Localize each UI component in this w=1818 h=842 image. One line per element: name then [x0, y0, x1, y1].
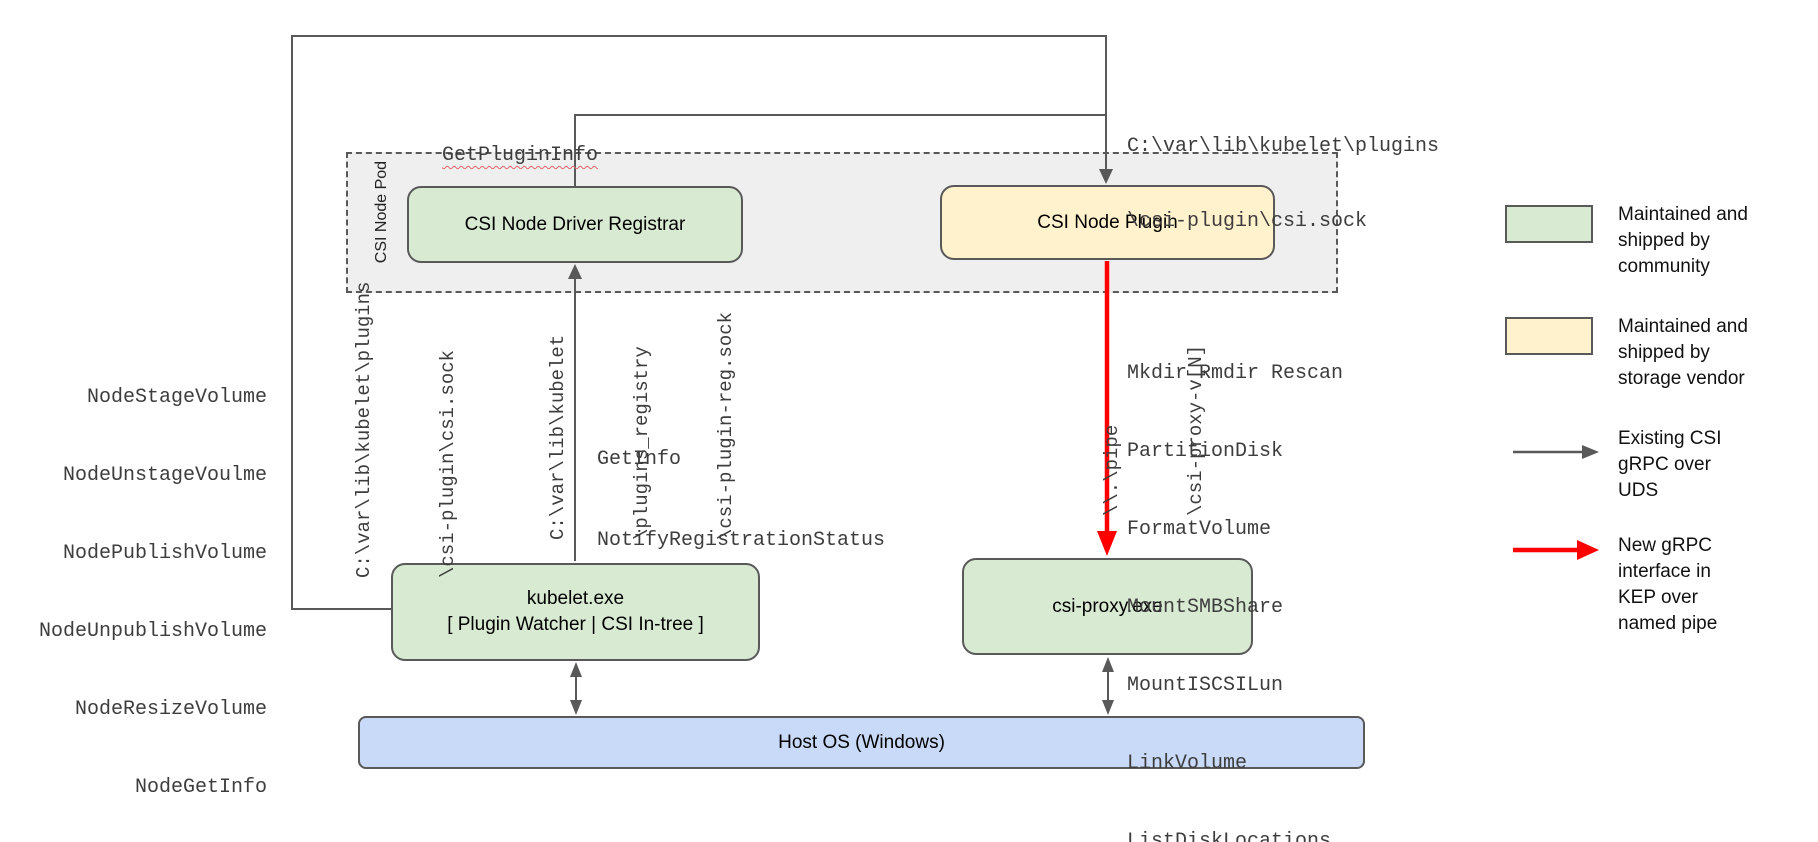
named-pipe-path-vertical-label: \\.\pipe \csi-proxy-v[N]: [1101, 344, 1207, 516]
legend-uds-arrow-icon: [1513, 445, 1599, 459]
proxy-call: MountISCSILun: [1127, 674, 1284, 697]
named-pipe-arrowhead-icon: [1097, 531, 1117, 556]
proxy-call: ListDiskLocations: [1127, 830, 1332, 842]
uds-loop-arrowhead-icon: [1099, 169, 1113, 184]
csi-proxy-label: csi-proxy.exe: [1052, 595, 1163, 617]
uds-loop-line: [291, 35, 1107, 610]
proxy-call: MountSMBShare: [1127, 596, 1284, 619]
csi-node-pod-label: CSI Node Pod: [373, 160, 390, 264]
legend-vendor-label: Maintained and shipped by storage vendor: [1618, 316, 1748, 389]
node-call: NodeStageVolume: [86, 386, 267, 409]
csi-node-plugin-box: CSI Node Plugin: [940, 185, 1275, 260]
host-os-box: Host OS (Windows): [358, 716, 1365, 769]
proxy-call: LinkVolume: [1127, 752, 1248, 775]
node-call: NodeResizeVolume: [74, 698, 267, 721]
legend-uds-label: Existing CSI gRPC over UDS: [1618, 428, 1722, 501]
proxy-call: Mkdir Rmdir Rescan: [1127, 362, 1344, 385]
kubelet-box: kubelet.exe [ Plugin Watcher | CSI In-tr…: [391, 563, 760, 661]
csi-node-driver-registrar-box: CSI Node Driver Registrar: [407, 186, 743, 263]
host-os-label: Host OS (Windows): [778, 731, 945, 753]
legend-pipe-label: New gRPC interface in KEP over named pip…: [1618, 535, 1718, 634]
csi-sock-path-label: C:\var\lib\kubelet\plugins \csi-plugin\c…: [1127, 135, 1440, 233]
kubelet-hostos-arrow: [570, 662, 582, 715]
node-call: NodeGetInfo: [134, 776, 267, 799]
legend-pipe-arrow-icon: [1513, 540, 1599, 560]
csiproxy-hostos-arrow: [1102, 657, 1114, 715]
kubelet-label-line2: [ Plugin Watcher | CSI In-tree ]: [447, 614, 704, 635]
get-plugin-info-line: [574, 114, 1106, 188]
proxy-call: PartitionDisk: [1127, 440, 1284, 463]
legend-community-label: Maintained and shipped by community: [1618, 204, 1748, 277]
registration-arrowhead-icon: [568, 264, 582, 279]
csi-sock-path-vertical-label: C:\var\lib\kubelet\plugins \csi-plugin\c…: [353, 281, 459, 578]
node-call: NodePublishVolume: [62, 542, 267, 565]
registrar-label: CSI Node Driver Registrar: [464, 213, 686, 235]
node-call: NodeUnstageVoulme: [62, 464, 267, 487]
kubelet-label-line1: kubelet.exe: [526, 588, 625, 609]
csi-proxy-calls-list: Mkdir Rmdir Rescan PartitionDisk FormatV…: [1127, 309, 1343, 842]
csi-proxy-box: csi-proxy.exe: [962, 558, 1253, 655]
kubelet-node-calls-list: NodeStageVolume NodeUnstageVoulme NodePu…: [20, 333, 267, 842]
legend-community-swatch: [1505, 205, 1593, 243]
registration-sock-path-vertical-label: C:\var\lib\kubelet \plugins_registry \cs…: [547, 311, 737, 540]
get-plugin-info-label: GetPluginInfo: [442, 144, 599, 167]
proxy-call: FormatVolume: [1127, 518, 1272, 541]
registrar-calls-label: GetInfo NotifyRegistrationStatus: [597, 448, 886, 552]
plugin-label: CSI Node Plugin: [1037, 211, 1178, 233]
legend-vendor-swatch: [1505, 317, 1593, 355]
node-call: NodeUnpublishVolume: [38, 620, 267, 643]
